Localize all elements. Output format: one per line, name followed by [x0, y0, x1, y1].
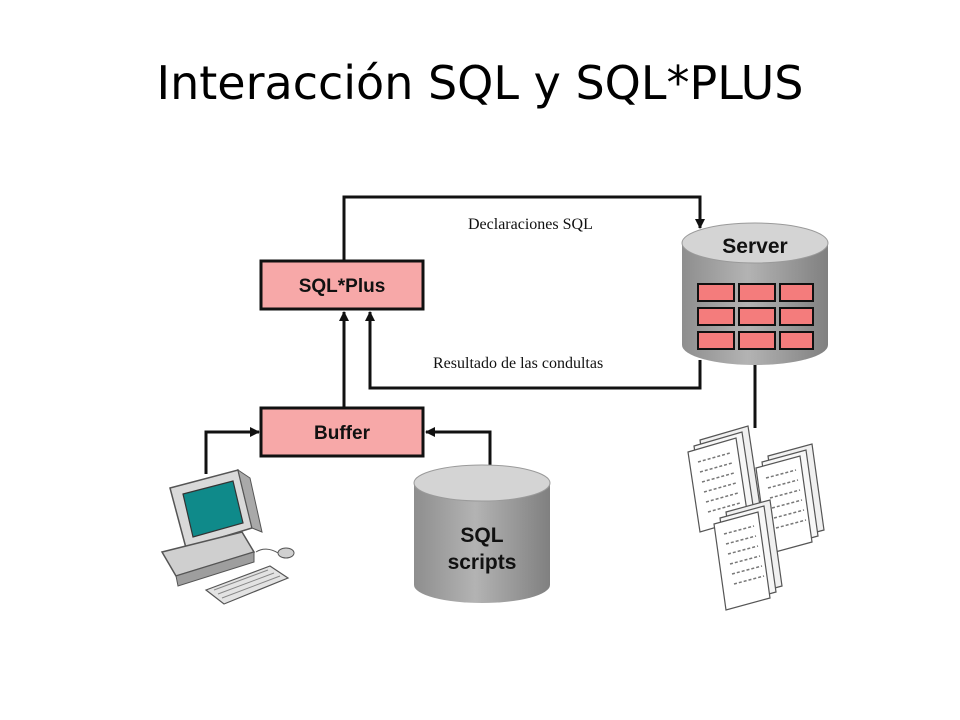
computer-to-buffer-connector [204, 427, 260, 474]
document-stack-right [755, 443, 825, 555]
scripts-label-line2: scripts [448, 551, 517, 574]
sql-scripts-cylinder[interactable]: SQL scripts [413, 464, 551, 603]
server-table-grid-icon [697, 283, 814, 350]
server-cylinder[interactable]: Server [681, 222, 829, 365]
slide-title: Interacción SQL y SQL*PLUS [156, 56, 804, 110]
document-stack-left [687, 425, 761, 533]
sqlplus-label: SQL*Plus [299, 276, 386, 297]
document-files-icon [687, 425, 825, 611]
server-label: Server [722, 235, 787, 258]
computer-icon [160, 468, 295, 605]
buffer-box[interactable]: Buffer [259, 406, 425, 458]
document-stack-bottom [713, 499, 783, 611]
statements-label: Declaraciones SQL [468, 216, 593, 233]
results-connector [365, 311, 702, 390]
results-label: Resultado de las condultas [433, 355, 603, 372]
statements-connector [342, 195, 705, 262]
scripts-label-line1: SQL [460, 524, 503, 547]
sqlplus-box[interactable]: SQL*Plus [259, 259, 425, 311]
buffer-label: Buffer [314, 423, 371, 444]
scripts-to-buffer-connector [425, 427, 492, 470]
